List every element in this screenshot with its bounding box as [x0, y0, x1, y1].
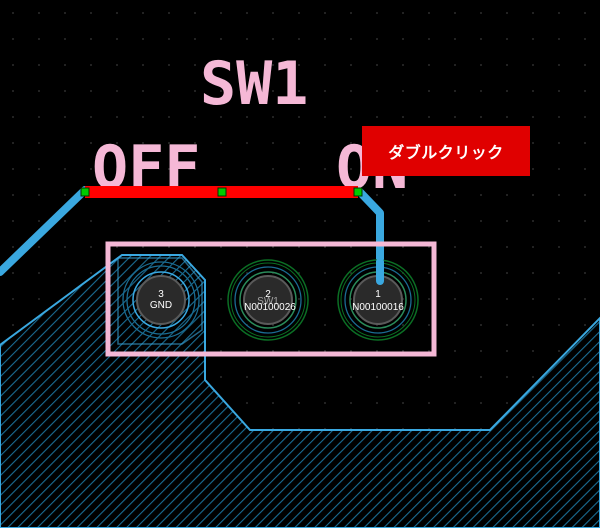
pad-1-net: N00100016 — [352, 302, 404, 313]
refdes-label[interactable]: SW1 — [200, 49, 308, 119]
component-outline[interactable] — [105, 241, 437, 357]
pad-1-number: 1 — [375, 289, 381, 300]
vertex-handle-right[interactable] — [353, 187, 363, 197]
pad-3-number: 3 — [158, 289, 164, 300]
vertex-handle-mid[interactable] — [217, 187, 227, 197]
pad-3-net: GND — [150, 300, 172, 311]
trace-left[interactable] — [0, 186, 89, 276]
pad-2-number: 2 — [265, 289, 271, 300]
pad-3[interactable]: 3 GND — [122, 261, 200, 339]
copper-pour[interactable] — [0, 254, 600, 528]
pad-2-net: N00100026 — [244, 302, 296, 313]
double-click-callout: ダブルクリック — [362, 126, 530, 176]
pad-2-name: SW1 — [257, 296, 279, 307]
vertex-handle-left[interactable] — [80, 187, 90, 197]
pad-2[interactable]: 2 SW1 N00100026 — [227, 259, 309, 341]
pad-3-thermal-outline — [117, 257, 203, 345]
